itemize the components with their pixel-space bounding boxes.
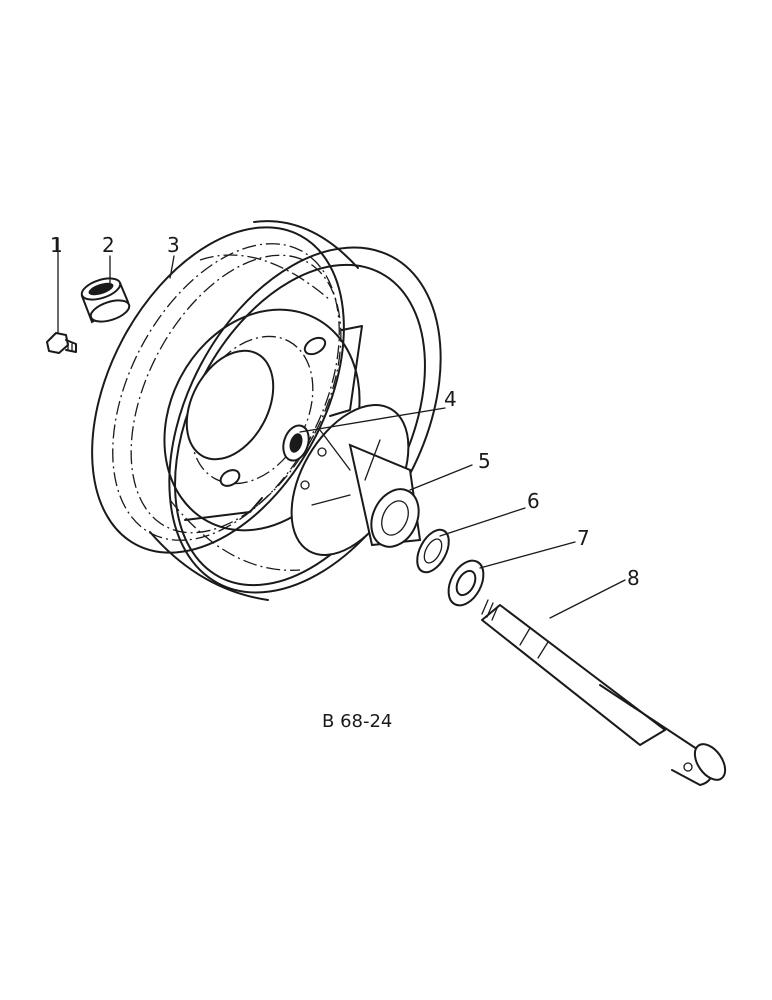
part-2-cap [80, 277, 131, 324]
callout-8: 8 [627, 566, 640, 590]
part-7-washer [447, 559, 485, 607]
part-5-hub [290, 404, 422, 556]
part-8-spindle [481, 599, 727, 786]
callout-6: 6 [527, 489, 540, 513]
drawing-code: B 68-24 [322, 711, 392, 732]
callout-4: 4 [444, 387, 457, 411]
callout-2: 2 [102, 233, 115, 257]
callout-3: 3 [167, 233, 180, 257]
callout-1: 1 [50, 233, 63, 257]
part-6-bearing-cone [416, 528, 450, 574]
callout-labels: 1 2 3 4 5 6 7 8 [50, 233, 640, 590]
part-3-wheel-rim [91, 220, 442, 601]
part-1-bolt [46, 332, 77, 354]
callout-5: 5 [478, 449, 491, 473]
leader-lines [57, 237, 626, 619]
callout-7: 7 [577, 526, 590, 550]
part-4-bearing [282, 424, 310, 462]
